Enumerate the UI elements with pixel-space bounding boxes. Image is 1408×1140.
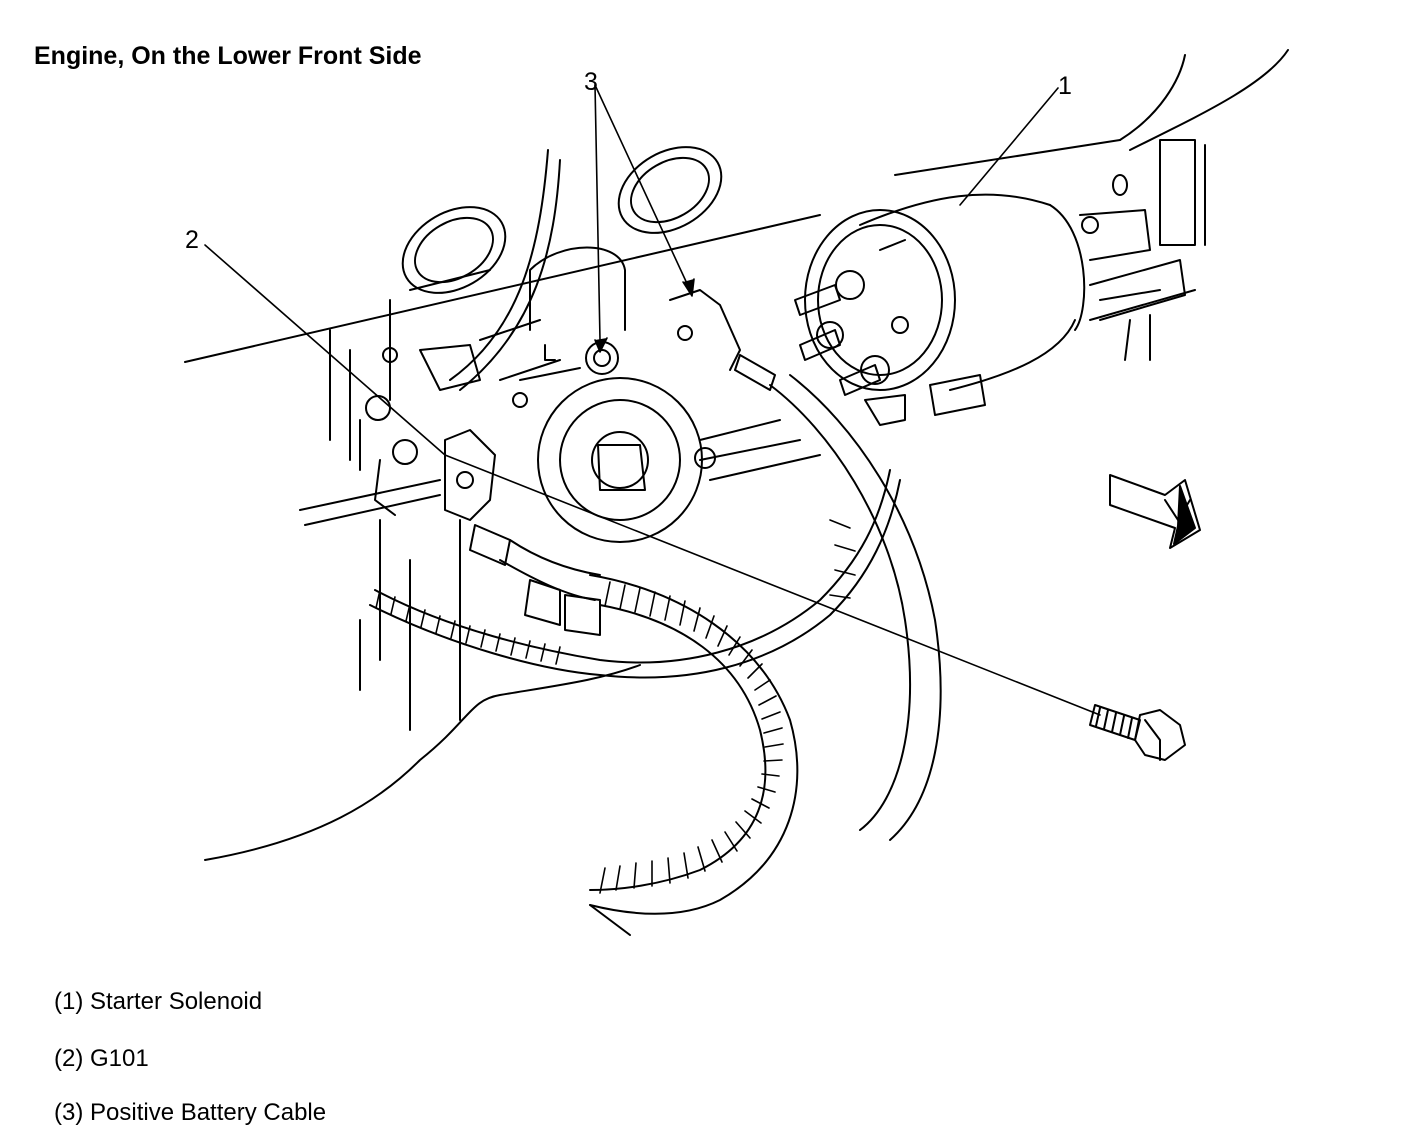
starter-solenoid (795, 195, 1185, 425)
ground-strap (393, 430, 600, 600)
callout-1: 1 (1058, 72, 1072, 100)
leader-line-2 (205, 245, 1100, 715)
leader-line-1 (960, 88, 1058, 205)
callout-2: 2 (185, 226, 199, 254)
engine-block (185, 50, 1288, 860)
callout-3: 3 (584, 68, 598, 96)
mounting-flange (525, 378, 820, 635)
wiring-harness (370, 470, 900, 935)
view-direction-arrow (1110, 475, 1200, 548)
diagram-title: Engine, On the Lower Front Side (34, 42, 422, 70)
legend-item-positive-battery-cable: (3) Positive Battery Cable (54, 1099, 327, 1126)
leader-line-3b (595, 85, 690, 290)
upper-seals (387, 130, 736, 390)
ground-bolt (1090, 705, 1185, 760)
legend-item-starter-solenoid: (1) Starter Solenoid (54, 988, 263, 1015)
leader-lines (205, 85, 1100, 715)
leader-line-3a (595, 85, 600, 340)
legend-item-g101: (2) G101 (54, 1045, 149, 1072)
